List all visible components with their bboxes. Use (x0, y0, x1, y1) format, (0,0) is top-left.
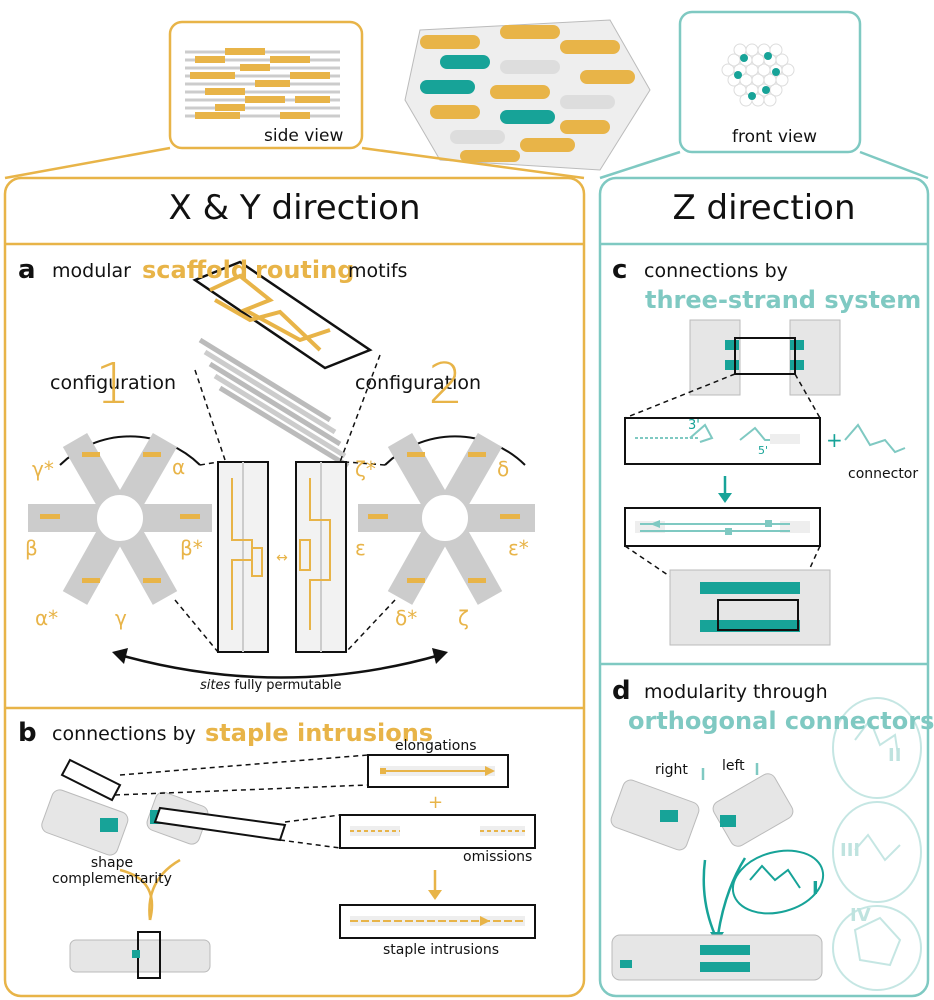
xy-panel-frame (3, 176, 586, 998)
config1-number: 1 (95, 352, 131, 417)
sites-permutable-label: sites fully permutable (200, 678, 341, 693)
greek-delta: δ (497, 457, 510, 481)
five-prime-label: 5' (758, 444, 769, 457)
config2-number: 2 (428, 352, 464, 417)
greek-delta-star: δ* (395, 606, 418, 630)
greek-beta-star: β* (180, 536, 203, 560)
bundle-3d-illustration (404, 19, 651, 171)
config2-label: configuration (355, 372, 482, 394)
greek-alpha: α (172, 455, 186, 479)
panel-c-title-highlight: three-strand system (645, 286, 922, 314)
panel-a-title-routing: routing (255, 256, 355, 284)
elongations-label: elongations (395, 738, 477, 754)
greek-alpha-star: α* (35, 606, 59, 630)
panel-c-title-pre: connections by (644, 260, 788, 282)
panel-a-letter: a (18, 255, 36, 285)
front-view-honeycomb (721, 43, 795, 107)
xy-panel-title: X & Y direction (168, 188, 421, 228)
side-view-label: side view (264, 126, 344, 146)
connector-strand (844, 423, 906, 454)
roman-III: III (840, 840, 861, 861)
greek-zeta: ζ (458, 606, 469, 630)
roman-I: I (812, 878, 819, 899)
config1-label: configuration (50, 372, 177, 394)
roman-II: II (888, 745, 902, 766)
panel-d-letter: d (612, 676, 631, 706)
panel-a-title-scaffold: scaffold (142, 256, 249, 284)
site-box-left (217, 461, 269, 653)
sites-rest: fully permutable (234, 678, 342, 693)
panel-a-title-pre: modular (52, 260, 131, 282)
front-view-inset (678, 10, 862, 154)
faded-connectors (832, 697, 922, 991)
panel-a-title-post: motifs (348, 260, 408, 282)
connector-label: connector (848, 466, 919, 482)
panel-d-joined-bundle (611, 934, 823, 981)
greek-zeta-star: ζ* (355, 457, 376, 481)
greek-beta: β (25, 536, 38, 560)
site-box-right (295, 461, 347, 653)
permutable-arrow (119, 653, 441, 679)
staple-intrusions-label: staple intrusions (383, 942, 499, 958)
svg-text:↔: ↔ (276, 550, 288, 566)
plus-sign-b: + (428, 792, 444, 813)
panel-b-title-highlight: staple intrusions (205, 719, 434, 747)
side-view-inset (168, 20, 364, 150)
panel-c-letter: c (612, 255, 628, 285)
panel-d-title-pre: modularity through (644, 681, 828, 703)
panel-b-bundles (41, 758, 287, 979)
greek-epsilon-star: ε* (508, 536, 529, 560)
greek-gamma-star: γ* (32, 457, 54, 481)
panel-c-bundles-bottom (669, 569, 831, 646)
z-panel-frame (598, 176, 930, 998)
side-view-bundle (185, 48, 340, 119)
config1-star (28, 433, 212, 605)
plus-sign-c: + (826, 428, 843, 452)
z-panel-title: Z direction (672, 188, 856, 228)
shape-line2: complementarity (52, 871, 172, 887)
greek-epsilon: ε (355, 536, 366, 560)
left-bundle-label: left (722, 758, 745, 774)
sites-italic: sites (200, 678, 231, 693)
greek-gamma: γ (115, 606, 127, 630)
routing-motif-inset (192, 260, 381, 469)
panel-d-bundles (610, 763, 794, 851)
right-bundle-label: right (655, 762, 688, 778)
omissions-label: omissions (463, 849, 533, 865)
roman-IV: IV (850, 905, 871, 926)
panel-c-bundles-top (689, 319, 841, 396)
routing-bundle-body (198, 337, 350, 469)
config2-star (358, 433, 535, 605)
panel-b-title-pre: connections by (52, 723, 196, 745)
three-prime-label: 3' (688, 418, 700, 433)
panel-b-letter: b (18, 718, 37, 748)
shape-line1: shape (90, 855, 134, 871)
panel-d-title-highlight: orthogonal connectors (628, 707, 934, 735)
front-view-label: front view (732, 127, 817, 147)
